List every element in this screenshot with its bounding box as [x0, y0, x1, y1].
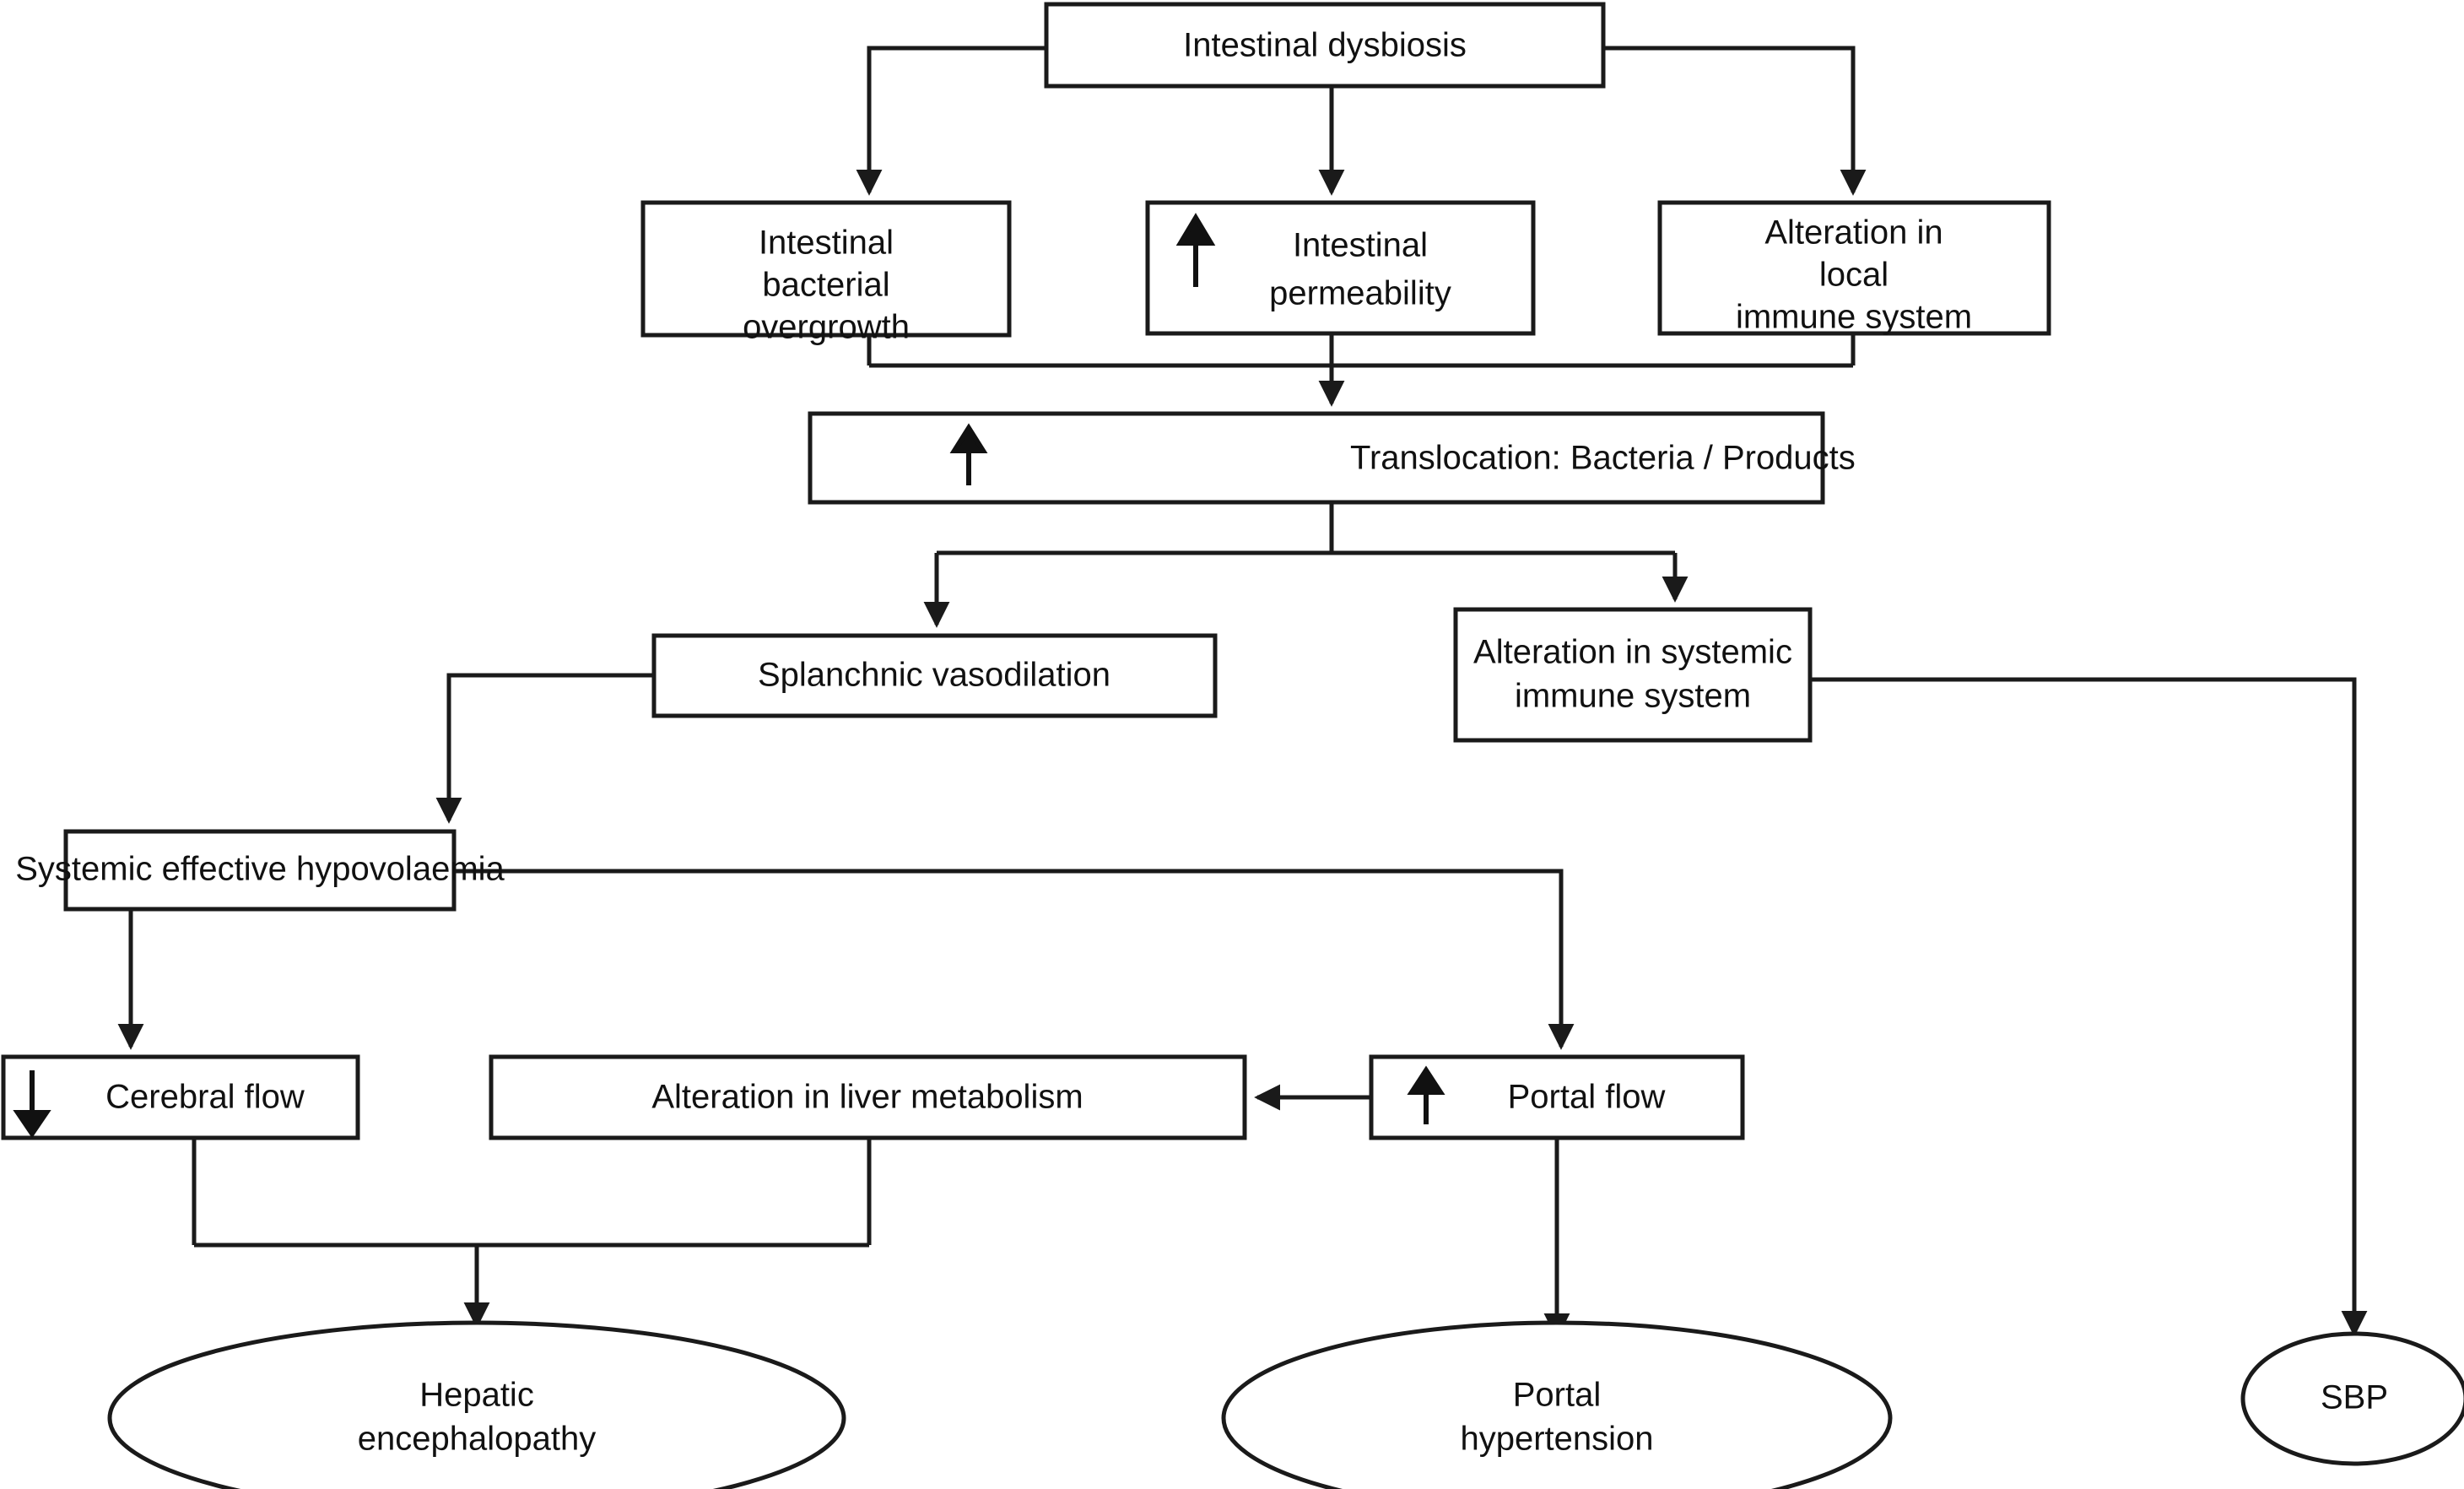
increase-arrow-icon [1175, 213, 1216, 287]
node-box-alteration-liver-metabolism[interactable] [489, 1054, 1247, 1140]
node-label-local-immune-line3: immune system [1736, 299, 1972, 336]
edge-layer [117, 46, 2368, 1340]
node-intestinal-dysbiosis[interactable]: Intestinal dysbiosis [1044, 2, 1606, 89]
node-box-alteration-systemic-immune-system[interactable] [1453, 607, 1813, 743]
node-ellipse-sbp[interactable] [2240, 1331, 2464, 1466]
node-box-systemic-effective-hypovolaemia[interactable] [63, 829, 457, 912]
node-portal-hypertension[interactable]: Portal hypertension [1221, 1320, 1893, 1489]
node-label-local-immune-line1: Alteration in [1764, 214, 1943, 252]
node-portal-flow[interactable]: Portal flow [1369, 1054, 1745, 1140]
node-label-hepatic-encephalopathy-line1: Hepatic [419, 1377, 534, 1414]
node-intestinal-bacterial-overgrowth[interactable]: Intestinal bacterial overgrowth [640, 200, 1012, 346]
edge-dysbiosis-to-overgrowth [856, 46, 1046, 196]
node-ellipse-portal-hypertension[interactable] [1221, 1320, 1893, 1489]
decrease-arrow-icon [13, 1070, 51, 1139]
node-hepatic-encephalopathy[interactable]: Hepatic encephalopathy [107, 1320, 846, 1489]
node-box-cerebral-flow[interactable] [1, 1054, 360, 1140]
node-label-alteration-liver-metabolism: Alteration in liver metabolism [651, 1079, 1083, 1116]
node-label-local-immune-line2: local [1819, 257, 1889, 294]
node-splanchnic-vasodilation[interactable]: Splanchnic vasodilation [651, 633, 1218, 718]
node-label-sbp: SBP [2321, 1379, 2388, 1416]
node-box-alteration-local-immune-system[interactable] [1657, 200, 2051, 336]
node-label-systemic-effective-hypovolaemia: Systemic effective hypovolaemia [15, 851, 505, 888]
node-label-hepatic-encephalopathy-line2: encephalopathy [358, 1421, 596, 1458]
node-alteration-liver-metabolism[interactable]: Alteration in liver metabolism [489, 1054, 1247, 1140]
node-systemic-effective-hypovolaemia[interactable]: Systemic effective hypovolaemia [15, 829, 505, 912]
node-ellipse-hepatic-encephalopathy[interactable] [107, 1320, 846, 1489]
node-label-portal-flow: Portal flow [1508, 1079, 1666, 1116]
node-label-portal-hypertension-line1: Portal [1513, 1377, 1602, 1414]
node-label-systemic-immune-line1: Alteration in systemic [1473, 634, 1792, 671]
node-box-portal-flow[interactable] [1369, 1054, 1745, 1140]
edge-splanchnic-to-hypovolaemia [435, 673, 654, 824]
node-box-splanchnic-vasodilation[interactable] [651, 633, 1218, 718]
node-label-overgrowth-line1: Intestinal [759, 225, 894, 262]
node-label-intestinal-dysbiosis: Intestinal dysbiosis [1183, 27, 1467, 64]
node-label-cerebral-flow: Cerebral flow [105, 1079, 305, 1116]
node-label-translocation: Translocation: Bacteria / Products [1350, 440, 1856, 477]
node-box-intestinal-permeability[interactable] [1145, 200, 1536, 336]
node-alteration-systemic-immune-system[interactable]: Alteration in systemic immune system [1453, 607, 1813, 743]
node-box-translocation[interactable] [808, 411, 1825, 505]
increase-arrow-icon [949, 423, 988, 485]
node-label-portal-hypertension-line2: hypertension [1460, 1421, 1653, 1458]
node-sbp[interactable]: SBP [2240, 1331, 2464, 1466]
node-alteration-local-immune-system[interactable]: Alteration in local immune system [1657, 200, 2051, 336]
node-cerebral-flow[interactable]: Cerebral flow [1, 1054, 360, 1140]
node-label-systemic-immune-line2: immune system [1515, 678, 1751, 715]
edge-hypovolaemia-to-portal-flow [454, 869, 1575, 1050]
node-label-permeability-line2: permeability [1269, 275, 1451, 312]
node-label-overgrowth-line2: bacterial [762, 267, 889, 304]
node-translocation[interactable]: Translocation: Bacteria / Products [808, 411, 1856, 505]
node-label-splanchnic-vasodilation: Splanchnic vasodilation [758, 657, 1110, 694]
node-label-overgrowth-line3: overgrowth [743, 309, 910, 346]
edge-dysbiosis-to-local-immune [1603, 46, 1867, 196]
node-intestinal-permeability[interactable]: Intestinal permeability [1145, 200, 1536, 336]
edge-systemic-immune-to-sbp [1810, 677, 2368, 1337]
increase-arrow-icon [1407, 1065, 1445, 1124]
node-box-intestinal-bacterial-overgrowth[interactable] [640, 200, 1012, 338]
node-box-intestinal-dysbiosis[interactable] [1044, 2, 1606, 89]
node-label-permeability-line1: Intestinal [1293, 227, 1428, 264]
